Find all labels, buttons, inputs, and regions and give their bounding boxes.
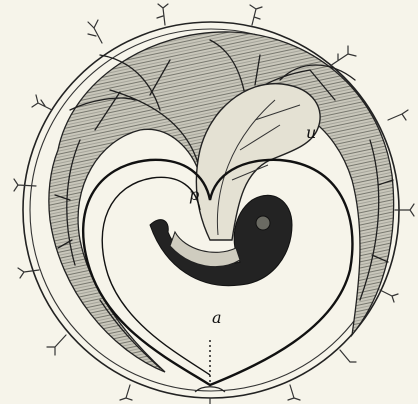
label-p: p [189, 185, 199, 204]
label-u: u [306, 123, 316, 142]
embryo-head-eye [256, 216, 270, 230]
label-a: a [212, 308, 222, 327]
